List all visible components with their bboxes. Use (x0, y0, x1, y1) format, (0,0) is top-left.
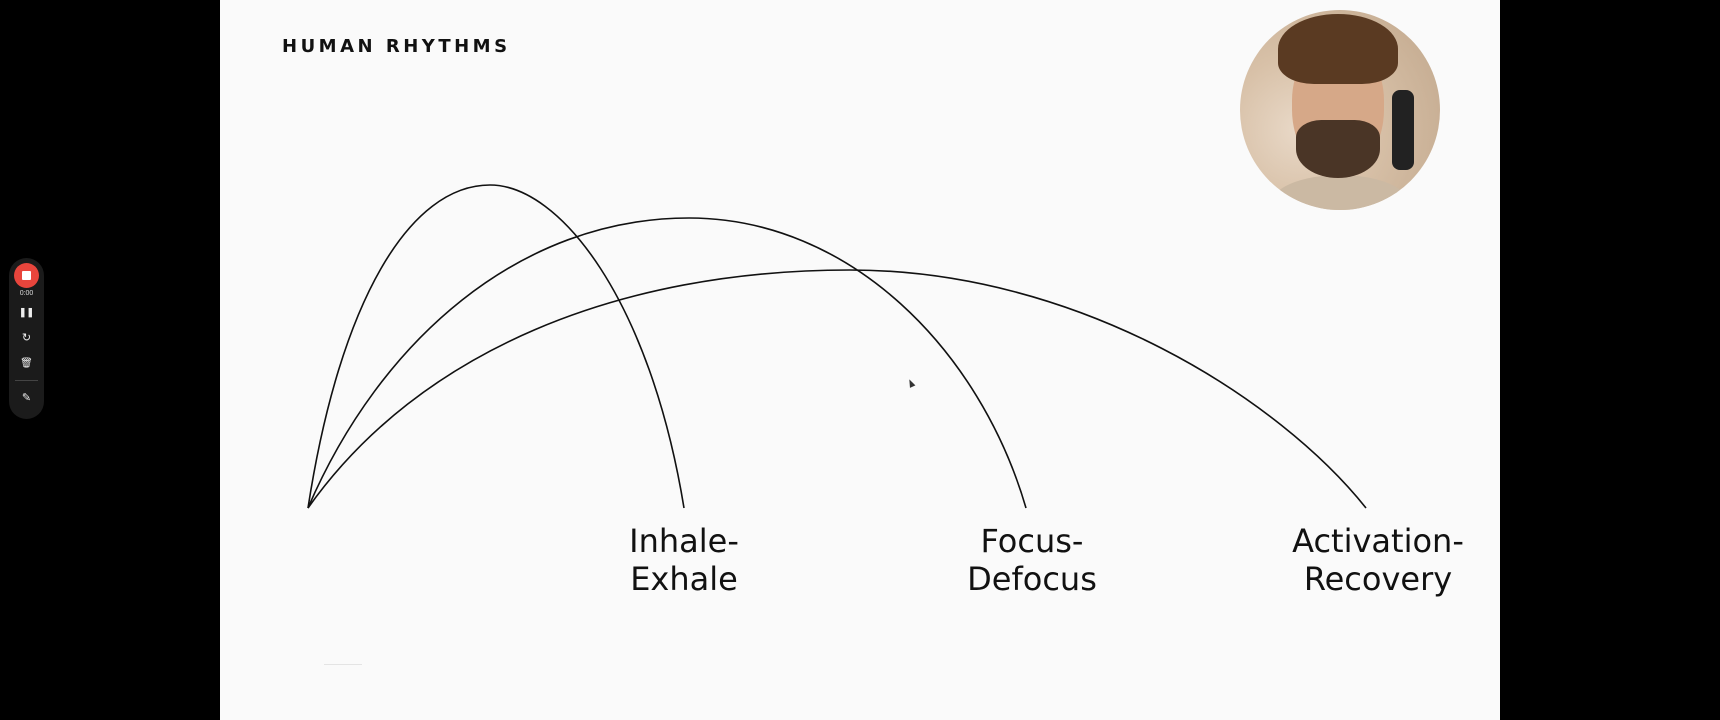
curve-activation-recovery (307, 269, 1367, 509)
stop-recording-button[interactable] (14, 263, 39, 288)
hair (1278, 14, 1398, 84)
curve-focus-defocus (307, 217, 1027, 509)
label-activation-recovery: Activation- Recovery (1258, 522, 1498, 598)
presenter-webcam-avatar (1240, 10, 1440, 210)
shirt (1270, 175, 1410, 210)
presentation-slide: HUMAN RHYTHMS Inhale- Exhale Focus- Defo… (220, 0, 1500, 720)
rhythm-curves (307, 184, 1367, 509)
recording-toolbar: 0:00 ❚❚ ↻ 🗑 ✎ (9, 258, 44, 419)
label-line: Defocus (967, 560, 1097, 598)
slide-title: HUMAN RHYTHMS (282, 36, 511, 57)
recording-timer: 0:00 (19, 290, 34, 297)
label-focus-defocus: Focus- Defocus (912, 522, 1152, 598)
label-line: Exhale (630, 560, 738, 598)
toolbar-divider (15, 380, 38, 381)
curve-inhale-exhale (307, 184, 685, 509)
label-line: Activation- (1292, 522, 1464, 560)
chair (1392, 90, 1414, 170)
label-inhale-exhale: Inhale- Exhale (564, 522, 804, 598)
restart-icon[interactable]: ↻ (21, 332, 32, 344)
pause-icon[interactable]: ❚❚ (18, 307, 35, 317)
label-line: Inhale- (629, 522, 739, 560)
trash-icon[interactable]: 🗑 (20, 358, 33, 369)
divider (324, 664, 362, 665)
label-line: Focus- (980, 522, 1084, 560)
label-line: Recovery (1303, 560, 1453, 598)
beard (1296, 120, 1380, 178)
pencil-icon[interactable]: ✎ (21, 392, 32, 404)
